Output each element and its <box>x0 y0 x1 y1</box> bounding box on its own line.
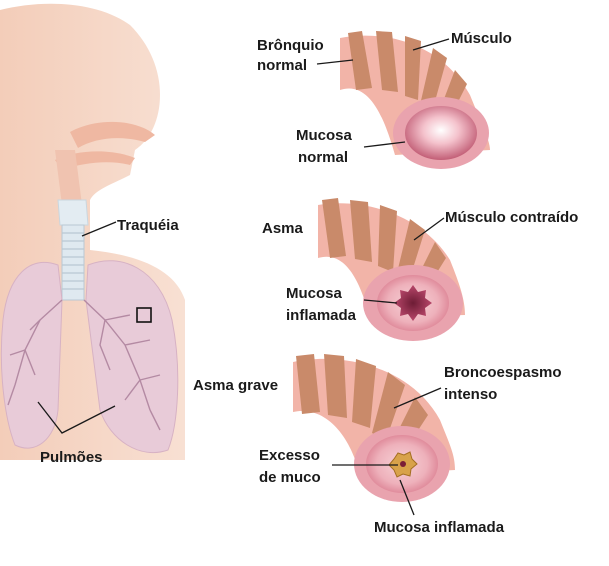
pharynx <box>55 150 82 205</box>
traqueia-leader <box>81 221 117 237</box>
label-excesso-1: Excesso <box>259 447 320 464</box>
label-musculo: Músculo <box>451 30 512 47</box>
musculo-contraido-leader <box>413 217 445 241</box>
normal-bronchus-icon <box>340 31 490 169</box>
label-mucosa-inflamada-1: Mucosa <box>286 285 343 302</box>
label-broncoespasmo-1: Broncoespasmo <box>444 364 562 381</box>
nasal-cavity <box>70 121 155 148</box>
label-bronquio-normal-1: Brônquio <box>257 37 324 54</box>
normal-lumen <box>405 106 477 160</box>
asthma-bronchus-icon <box>318 198 465 341</box>
larynx <box>57 199 89 226</box>
broncoespasmo-leader <box>393 387 442 409</box>
severe-asthma-bronchus-icon <box>293 354 455 502</box>
mucosa-inflamada-full-leader <box>399 479 415 516</box>
right-lung <box>85 260 179 454</box>
zoom-box <box>136 307 152 323</box>
bronquio-leader <box>316 59 354 65</box>
label-mucosa-inflamada-2: inflamada <box>286 307 357 324</box>
label-mucosa-normal-2: normal <box>298 149 348 166</box>
label-bronquio-normal-2: normal <box>257 57 307 74</box>
label-excesso-2: de muco <box>259 469 321 486</box>
musculo-leader <box>412 38 450 51</box>
label-mucosa-inflamada-full: Mucosa inflamada <box>374 519 505 536</box>
label-broncoespasmo-2: intenso <box>444 386 497 403</box>
trachea-rings <box>62 232 84 290</box>
pulmoes-leader <box>37 401 116 434</box>
mucosa-normal-leader <box>363 141 406 148</box>
label-asma-grave: Asma grave <box>193 377 278 394</box>
left-lung <box>0 261 63 449</box>
asthma-narrowed-lumen <box>394 285 432 321</box>
label-musculo-contraido: Músculo contraído <box>445 209 578 226</box>
label-pulmoes: Pulmões <box>40 449 103 466</box>
human-respiratory-system-icon <box>0 3 185 460</box>
bronchial-tree <box>7 299 161 431</box>
label-traqueia: Traquéia <box>117 217 179 234</box>
mucosa-inflamada-leader <box>363 299 398 304</box>
severe-lumen <box>400 461 406 467</box>
label-asma: Asma <box>262 220 304 237</box>
label-mucosa-normal-1: Mucosa <box>296 127 353 144</box>
